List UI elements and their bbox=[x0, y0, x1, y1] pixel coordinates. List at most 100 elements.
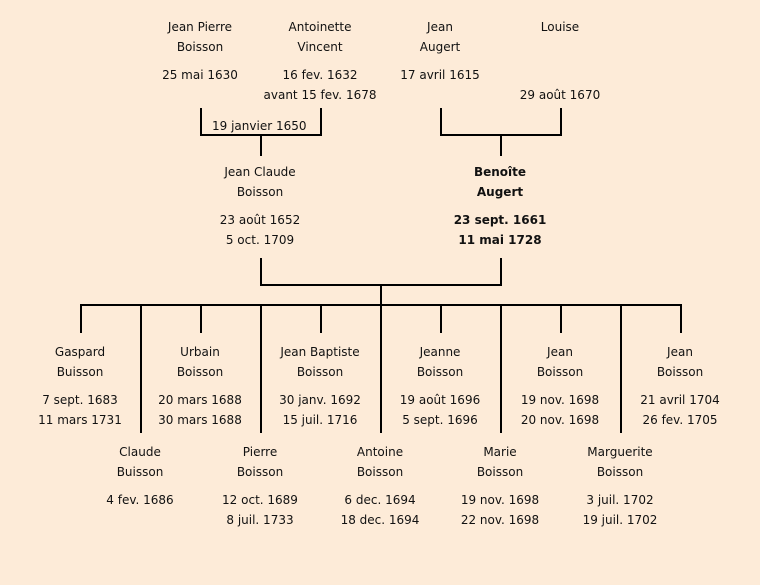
spacer bbox=[435, 482, 565, 490]
person-card[interactable]: Louise 29 août 1670 bbox=[495, 17, 625, 105]
given-name: Jean Baptiste bbox=[280, 345, 360, 359]
surname: Boisson bbox=[656, 365, 704, 379]
connector-line bbox=[320, 304, 322, 333]
marriage-date: 19 janvier 1650 bbox=[212, 119, 307, 133]
surname: Boisson bbox=[596, 465, 644, 479]
given-name: Antoine bbox=[356, 445, 404, 459]
given-name: Jean bbox=[667, 345, 693, 359]
given-name: Louise bbox=[540, 20, 580, 34]
death-date: 22 nov. 1698 bbox=[460, 513, 540, 527]
spacer bbox=[495, 382, 625, 390]
surname: Augert bbox=[476, 185, 524, 199]
death-date: 18 dec. 1694 bbox=[340, 513, 420, 527]
connector-line bbox=[500, 134, 502, 156]
spacer bbox=[435, 202, 565, 210]
given-name: Pierre bbox=[242, 445, 278, 459]
connector-line bbox=[200, 108, 202, 136]
death-date bbox=[135, 85, 265, 105]
death-date: 5 oct. 1709 bbox=[225, 233, 295, 247]
birth-date: 23 août 1652 bbox=[219, 213, 301, 227]
connector-line bbox=[260, 134, 262, 156]
birth-date: 19 nov. 1698 bbox=[460, 493, 540, 507]
connector-line bbox=[260, 258, 262, 286]
connector-line bbox=[680, 304, 682, 333]
death-date: 19 juil. 1702 bbox=[582, 513, 658, 527]
birth-date: 19 nov. 1698 bbox=[520, 393, 600, 407]
connector-line bbox=[380, 284, 382, 305]
given-name: Jean Claude bbox=[224, 165, 296, 179]
death-date: 5 sept. 1696 bbox=[402, 413, 478, 427]
given-name: Jean bbox=[427, 20, 453, 34]
connector-line bbox=[560, 304, 562, 333]
given-name: Claude bbox=[119, 445, 161, 459]
spacer bbox=[375, 57, 505, 65]
surname: Boisson bbox=[356, 465, 404, 479]
connector-line bbox=[80, 304, 82, 333]
birth-date: 20 mars 1688 bbox=[158, 393, 242, 407]
death-date: 11 mai 1728 bbox=[458, 233, 542, 247]
birth-date: 12 oct. 1689 bbox=[222, 493, 298, 507]
birth-date: 30 janv. 1692 bbox=[279, 393, 361, 407]
death-date: 8 juil. 1733 bbox=[226, 513, 294, 527]
surname: Boisson bbox=[176, 365, 224, 379]
surname: Vincent bbox=[297, 40, 343, 54]
birth-date: 17 avril 1615 bbox=[400, 68, 480, 82]
connector-line bbox=[440, 304, 442, 333]
given-name: Jean Pierre bbox=[167, 20, 233, 34]
connector-line bbox=[200, 304, 202, 333]
birth-date: 19 août 1696 bbox=[399, 393, 481, 407]
given-name: Jeanne bbox=[419, 345, 461, 359]
surname: Augert bbox=[419, 40, 461, 54]
spacer bbox=[615, 382, 745, 390]
connector-line bbox=[500, 304, 502, 433]
surname: Boisson bbox=[296, 365, 344, 379]
spacer bbox=[255, 57, 385, 65]
given-name: Urbain bbox=[180, 345, 220, 359]
spacer bbox=[375, 382, 505, 390]
given-name: Benoîte bbox=[473, 165, 527, 179]
surname: Boisson bbox=[416, 365, 464, 379]
surname: Boisson bbox=[236, 465, 284, 479]
death-date bbox=[375, 85, 505, 105]
birth-date: 7 sept. 1683 bbox=[42, 393, 118, 407]
death-date: avant 15 fev. 1678 bbox=[263, 88, 377, 102]
surname bbox=[495, 37, 625, 57]
spacer bbox=[135, 382, 265, 390]
given-name: Jean bbox=[547, 345, 573, 359]
surname: Buisson bbox=[116, 465, 164, 479]
birth-date: 23 sept. 1661 bbox=[453, 213, 547, 227]
death-date: 29 août 1670 bbox=[519, 88, 601, 102]
connector-line bbox=[560, 108, 562, 136]
birth-date: 25 mai 1630 bbox=[162, 68, 238, 82]
spacer bbox=[75, 482, 205, 490]
connector-line bbox=[440, 108, 442, 136]
given-name: Marie bbox=[483, 445, 517, 459]
connector-line bbox=[620, 304, 622, 433]
connector-line bbox=[140, 304, 142, 433]
spacer bbox=[135, 57, 265, 65]
death-date: 26 fev. 1705 bbox=[642, 413, 718, 427]
surname: Boisson bbox=[236, 185, 284, 199]
spacer bbox=[195, 482, 325, 490]
connector-line bbox=[500, 258, 502, 286]
birth-date: 21 avril 1704 bbox=[640, 393, 720, 407]
spacer bbox=[555, 482, 685, 490]
death-date bbox=[75, 510, 205, 530]
surname: Boisson bbox=[476, 465, 524, 479]
